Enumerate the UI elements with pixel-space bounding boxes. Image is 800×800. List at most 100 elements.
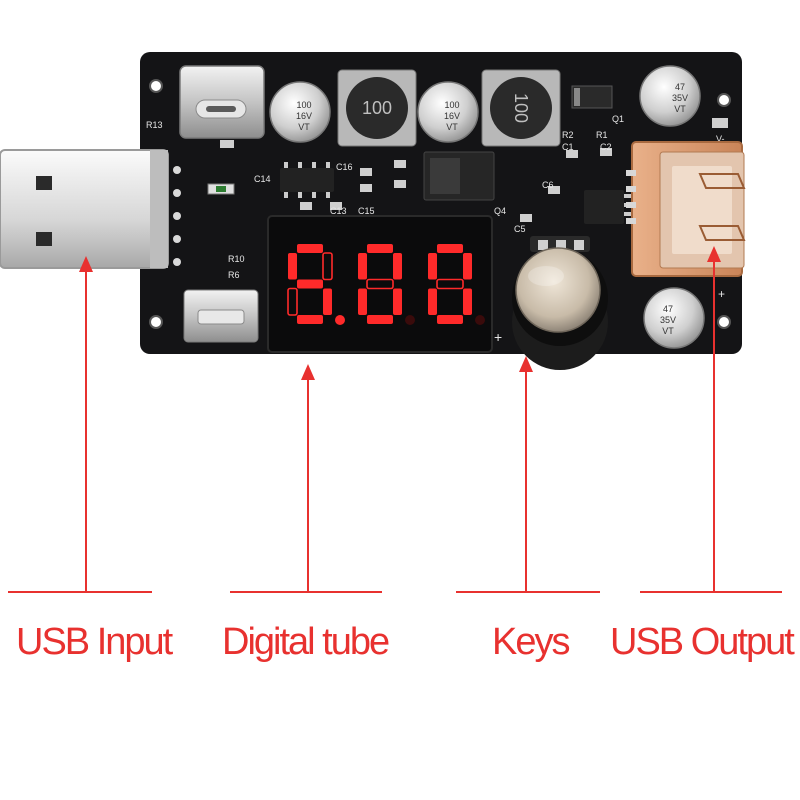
silk-q4: Q4 xyxy=(494,206,506,216)
mounting-hole-br xyxy=(717,315,731,329)
usb-out-spring-bottom xyxy=(698,225,746,241)
inductor-1: 100 xyxy=(337,69,417,147)
segment-f xyxy=(358,253,367,280)
usb-a-pin xyxy=(173,258,181,266)
silk-c5: C5 xyxy=(514,224,526,234)
callout-arrow-head xyxy=(519,356,533,372)
cap-2-line-2: 16V xyxy=(444,111,460,121)
display-housing xyxy=(267,215,493,353)
usb-a-window-bottom xyxy=(36,232,52,246)
encoder-pin xyxy=(574,240,584,250)
segment-b xyxy=(393,253,402,280)
segment-d xyxy=(437,315,463,324)
silk-r2: R2 xyxy=(562,130,574,140)
decimal-point xyxy=(405,315,415,325)
segment-a xyxy=(437,244,463,253)
usb-a-pin xyxy=(173,212,181,220)
usb-a-shell xyxy=(0,149,169,269)
mounting-hole-tl xyxy=(149,79,163,93)
silk-c1: C1 xyxy=(562,142,574,152)
capacitor-2: 100 16V VT xyxy=(417,81,479,143)
seven-segment-display xyxy=(267,215,493,353)
cap-3-line-3: VT xyxy=(674,104,686,114)
label-usb-input: USB Input xyxy=(16,621,173,663)
silk-r10: R10 xyxy=(228,254,245,264)
mosfet-to252 xyxy=(423,151,495,201)
callout-arrow-head xyxy=(301,364,315,380)
segment-b xyxy=(322,252,333,281)
diode-smd xyxy=(571,85,613,109)
encoder-pin xyxy=(538,240,548,250)
segment-d xyxy=(297,315,323,324)
segment-g xyxy=(366,278,394,290)
segment-e xyxy=(428,288,437,315)
usb-a-lip xyxy=(150,150,168,268)
silk-c16: C16 xyxy=(336,162,353,172)
mounting-hole-bl xyxy=(149,315,163,329)
segment-e xyxy=(358,288,367,315)
micro-usb-port xyxy=(183,289,259,343)
usb-a-pin xyxy=(173,166,181,174)
silk-r1: R1 xyxy=(596,130,608,140)
encoder-pin xyxy=(556,240,566,250)
ic-chip-left xyxy=(280,162,334,198)
segment-g xyxy=(436,278,464,290)
inductor-1-marking: 100 xyxy=(362,98,392,118)
cap-4-line-2: 35V xyxy=(660,315,676,325)
segment-c xyxy=(463,288,472,315)
capacitor-3: 47 35V VT xyxy=(639,65,701,127)
segment-f xyxy=(288,253,297,280)
smd-passives xyxy=(207,118,728,222)
segment-d xyxy=(367,315,393,324)
callout-arrow-head xyxy=(79,256,93,272)
capacitor-4: 47 35V VT xyxy=(643,287,705,349)
label-keys: Keys xyxy=(492,621,570,663)
segment-c xyxy=(323,288,332,315)
silk-c13: C13 xyxy=(330,206,347,216)
silk-v-minus: V- xyxy=(716,134,725,144)
encoder-knob-cap xyxy=(515,247,601,333)
rotary-encoder-key xyxy=(512,236,608,370)
segment-a xyxy=(367,244,393,253)
inductor-2-marking: 100 xyxy=(511,93,531,123)
segment-c xyxy=(393,288,402,315)
cap-4-line-1: 47 xyxy=(663,304,673,314)
cap-2-line-3: VT xyxy=(446,122,458,132)
decimal-point xyxy=(475,315,485,325)
usb-out-spring-top xyxy=(698,173,746,189)
usb-a-output-port xyxy=(626,141,746,277)
silk-c2: C2 xyxy=(600,142,612,152)
label-usb-output: USB Output xyxy=(610,621,795,663)
silk-c15: C15 xyxy=(358,206,375,216)
usb-a-pin xyxy=(173,235,181,243)
capacitor-1: 100 16V VT xyxy=(269,81,331,143)
silk-c14: C14 xyxy=(254,174,271,184)
segment-a xyxy=(297,244,323,253)
cap-4-line-3: VT xyxy=(662,326,674,336)
mounting-hole-tr xyxy=(717,93,731,107)
callout-arrow-head xyxy=(707,246,721,262)
silkscreen-labels: R13 C14 C16 C13 C15 R10 R6 Q4 C5 C6 R2 R… xyxy=(146,114,725,345)
cap-1-line-1: 100 xyxy=(296,100,311,110)
usb-a-window-top xyxy=(36,176,52,190)
label-digital-tube: Digital tube xyxy=(222,621,390,663)
usb-a-pin xyxy=(173,189,181,197)
segment-f xyxy=(428,253,437,280)
callout-graphics xyxy=(8,246,782,593)
display-digits xyxy=(287,244,485,325)
cap-3-line-1: 47 xyxy=(675,82,685,92)
encoder-knob-shine xyxy=(528,266,564,286)
inductor-2: 100 xyxy=(481,69,561,147)
cap-3-line-2: 35V xyxy=(672,93,688,103)
cap-1-line-2: 16V xyxy=(296,111,312,121)
segment-e xyxy=(287,287,298,316)
usb-c-port xyxy=(179,65,265,139)
decimal-point xyxy=(335,315,345,325)
usb-a-input-plug xyxy=(0,149,181,269)
segment-g xyxy=(297,279,323,289)
silk-r13: R13 xyxy=(146,120,163,130)
silk-c6: C6 xyxy=(542,180,554,190)
cap-2-line-1: 100 xyxy=(444,100,459,110)
silk-r6: R6 xyxy=(228,270,240,280)
